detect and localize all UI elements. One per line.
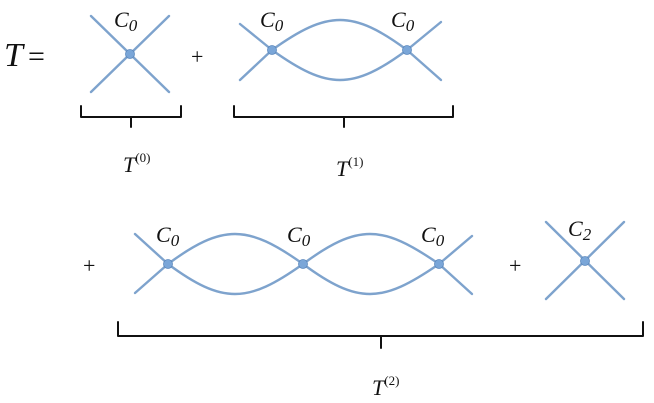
vertex-label: C0 bbox=[114, 7, 138, 35]
vertex-dot bbox=[267, 45, 277, 55]
vertex-dot bbox=[402, 45, 412, 55]
lhs: T = bbox=[4, 37, 45, 74]
propagator-line bbox=[133, 262, 170, 295]
vertex-dot bbox=[163, 259, 173, 269]
vertex-label: C0 bbox=[156, 222, 180, 250]
diagram-t2-contact: C2 bbox=[544, 216, 626, 301]
vertex-label: C0 bbox=[421, 222, 445, 250]
loop-lower-line bbox=[301, 262, 441, 296]
vertex-label: C0 bbox=[287, 222, 311, 250]
brace-t1 bbox=[233, 105, 454, 128]
propagator-line bbox=[405, 20, 443, 52]
vertex-dot bbox=[298, 259, 308, 269]
brace-t2 bbox=[117, 321, 644, 349]
plus-sign: + bbox=[509, 253, 521, 278]
propagator-line bbox=[238, 22, 274, 52]
term-label-t0: T(0) bbox=[123, 150, 150, 177]
diagram-t0: C0 bbox=[89, 7, 171, 94]
propagator-line bbox=[437, 262, 474, 296]
brace-t0 bbox=[80, 105, 182, 128]
loop-lower-line bbox=[166, 262, 305, 296]
vertex-label: C0 bbox=[391, 7, 415, 35]
diagram-t1: C0 C0 bbox=[238, 7, 443, 82]
vertex-dot bbox=[434, 259, 444, 269]
lhs-symbol: T bbox=[4, 37, 25, 74]
loop-upper-line bbox=[166, 232, 305, 266]
vertex-label: C2 bbox=[568, 216, 592, 244]
loop-upper-line bbox=[270, 18, 409, 52]
propagator-line bbox=[238, 48, 274, 82]
loop-upper-line bbox=[301, 232, 441, 266]
plus-sign: + bbox=[191, 44, 203, 69]
propagator-line bbox=[437, 234, 474, 266]
vertex-label: C0 bbox=[260, 7, 284, 35]
propagator-line bbox=[133, 232, 170, 266]
term-label-t2: T(2) bbox=[372, 373, 399, 400]
equals-sign: = bbox=[28, 40, 45, 73]
diagram-t2-two-loop: C0 C0 C0 bbox=[133, 222, 474, 296]
plus-sign: + bbox=[83, 253, 95, 278]
loop-lower-line bbox=[270, 48, 409, 82]
propagator-line bbox=[405, 48, 443, 82]
term-label-t1: T(1) bbox=[336, 154, 363, 181]
vertex-dot bbox=[580, 256, 590, 266]
vertex-dot bbox=[125, 49, 135, 59]
